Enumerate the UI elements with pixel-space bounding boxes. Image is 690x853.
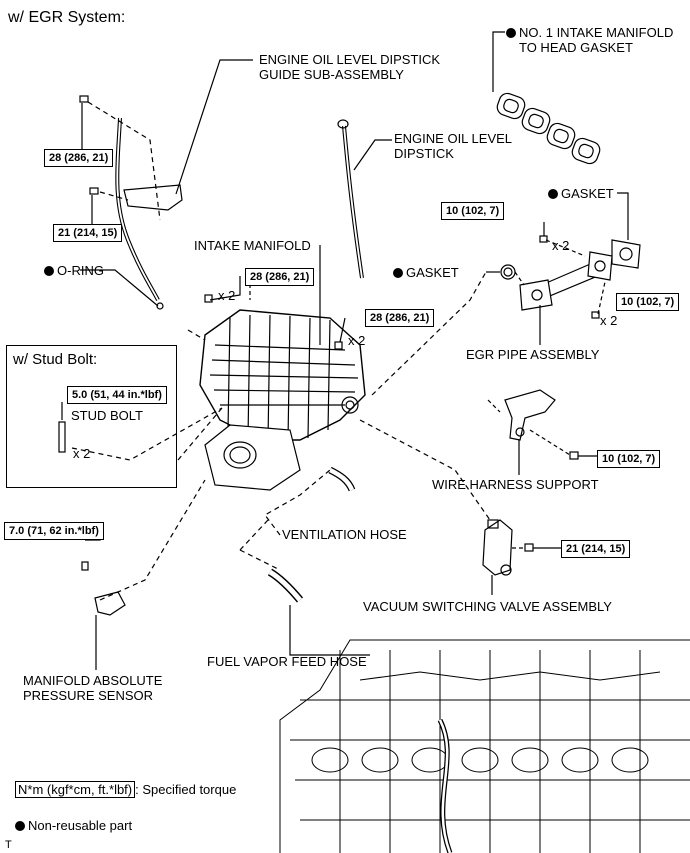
label-dipstick-line1: ENGINE OIL LEVEL (394, 131, 513, 146)
label-dipstick-line2: DIPSTICK (394, 146, 454, 161)
intake-gasket (496, 92, 601, 165)
stud-bolt-inset: w/ Stud Bolt: 5.0 (51, 44 in.*lbf) STUD … (6, 345, 177, 488)
torque-harness: 10 (102, 7) (597, 450, 661, 468)
torque-dipstick-mid: 21 (214, 15) (53, 224, 123, 242)
legend-torque-text: : Specified torque (135, 782, 237, 797)
label-vsv: VACUUM SWITCHING VALVE ASSEMBLY (363, 599, 612, 614)
label-wire-harness-support: WIRE HARNESS SUPPORT (432, 477, 599, 492)
label-fuel-vapor-hose: FUEL VAPOR FEED HOSE (207, 654, 367, 669)
label-intake-gasket-line1: NO. 1 INTAKE MANIFOLD (506, 25, 673, 40)
label-dipstick-guide-line2: GUIDE SUB-ASSEMBLY (259, 67, 404, 82)
map-sensor (81, 561, 126, 616)
label-dipstick: ENGINE OIL LEVEL DIPSTICK (394, 131, 512, 161)
label-intake-gasket-line2: TO HEAD GASKET (519, 40, 633, 55)
qty-manifold-right: x 2 (348, 333, 366, 348)
non-reusable-icon (15, 821, 25, 831)
fuel-vapor-hose (267, 568, 304, 603)
diagram-heading: w/ EGR System: (8, 9, 126, 26)
qty-manifold-left: x 2 (218, 288, 236, 303)
torque-dipstick-top: 28 (286, 21) (44, 149, 114, 167)
torque-map-sensor: 7.0 (71, 62 in.*lbf) (4, 522, 104, 540)
non-reusable-icon (44, 266, 54, 276)
legend-torque: N*m (kgf*cm, ft.*lbf): Specified torque (15, 781, 237, 798)
torque-manifold-left: 28 (286, 21) (245, 268, 315, 286)
dipstick (337, 119, 364, 279)
egr-pipe (519, 251, 613, 311)
label-stud-bolt: STUD BOLT (71, 408, 143, 423)
torque-vsv: 21 (214, 15) (561, 540, 631, 558)
torque-stud: 5.0 (51, 44 in.*lbf) (67, 386, 167, 404)
label-o-ring: O-RING (44, 263, 104, 278)
label-intake-manifold: INTAKE MANIFOLD (194, 238, 311, 253)
intake-manifold (199, 294, 366, 491)
figure-code: T (5, 839, 12, 851)
qty-stud: x 2 (73, 446, 91, 461)
non-reusable-icon (506, 28, 516, 38)
qty-egr-right: x 2 (600, 313, 618, 328)
label-intake-gasket: NO. 1 INTAKE MANIFOLD TO HEAD GASKET (506, 25, 673, 55)
wire-harness-support (504, 389, 579, 460)
label-map-sensor: MANIFOLD ABSOLUTE PRESSURE SENSOR (23, 673, 162, 703)
label-map-sensor-line1: MANIFOLD ABSOLUTE (23, 673, 163, 688)
qty-egr-left: x 2 (552, 238, 570, 253)
label-dipstick-guide-line1: ENGINE OIL LEVEL DIPSTICK (259, 52, 441, 67)
stud-inset-title: w/ Stud Bolt: (13, 351, 98, 368)
vacuum-switching-valve (482, 519, 534, 576)
legend-non-reusable: Non-reusable part (15, 818, 132, 833)
torque-egr-left: 10 (102, 7) (441, 202, 505, 220)
label-dipstick-guide: ENGINE OIL LEVEL DIPSTICK GUIDE SUB-ASSE… (259, 52, 440, 82)
label-egr-pipe: EGR PIPE ASSEMBLY (466, 347, 600, 362)
legend-torque-box: N*m (kgf*cm, ft.*lbf) (15, 781, 136, 798)
ventilation-hose (328, 466, 356, 492)
label-ventilation-hose: VENTILATION HOSE (282, 527, 407, 542)
non-reusable-icon (393, 268, 403, 278)
torque-egr-right: 10 (102, 7) (616, 293, 680, 311)
non-reusable-icon (548, 189, 558, 199)
label-map-sensor-line2: PRESSURE SENSOR (23, 688, 154, 703)
egr-gasket-upper (611, 239, 641, 269)
engine-block (279, 639, 690, 853)
label-gasket-mid: GASKET (393, 265, 459, 280)
label-gasket-upper: GASKET (548, 186, 614, 201)
torque-manifold-right: 28 (286, 21) (365, 309, 435, 327)
dipstick-guide-tube (79, 95, 183, 310)
